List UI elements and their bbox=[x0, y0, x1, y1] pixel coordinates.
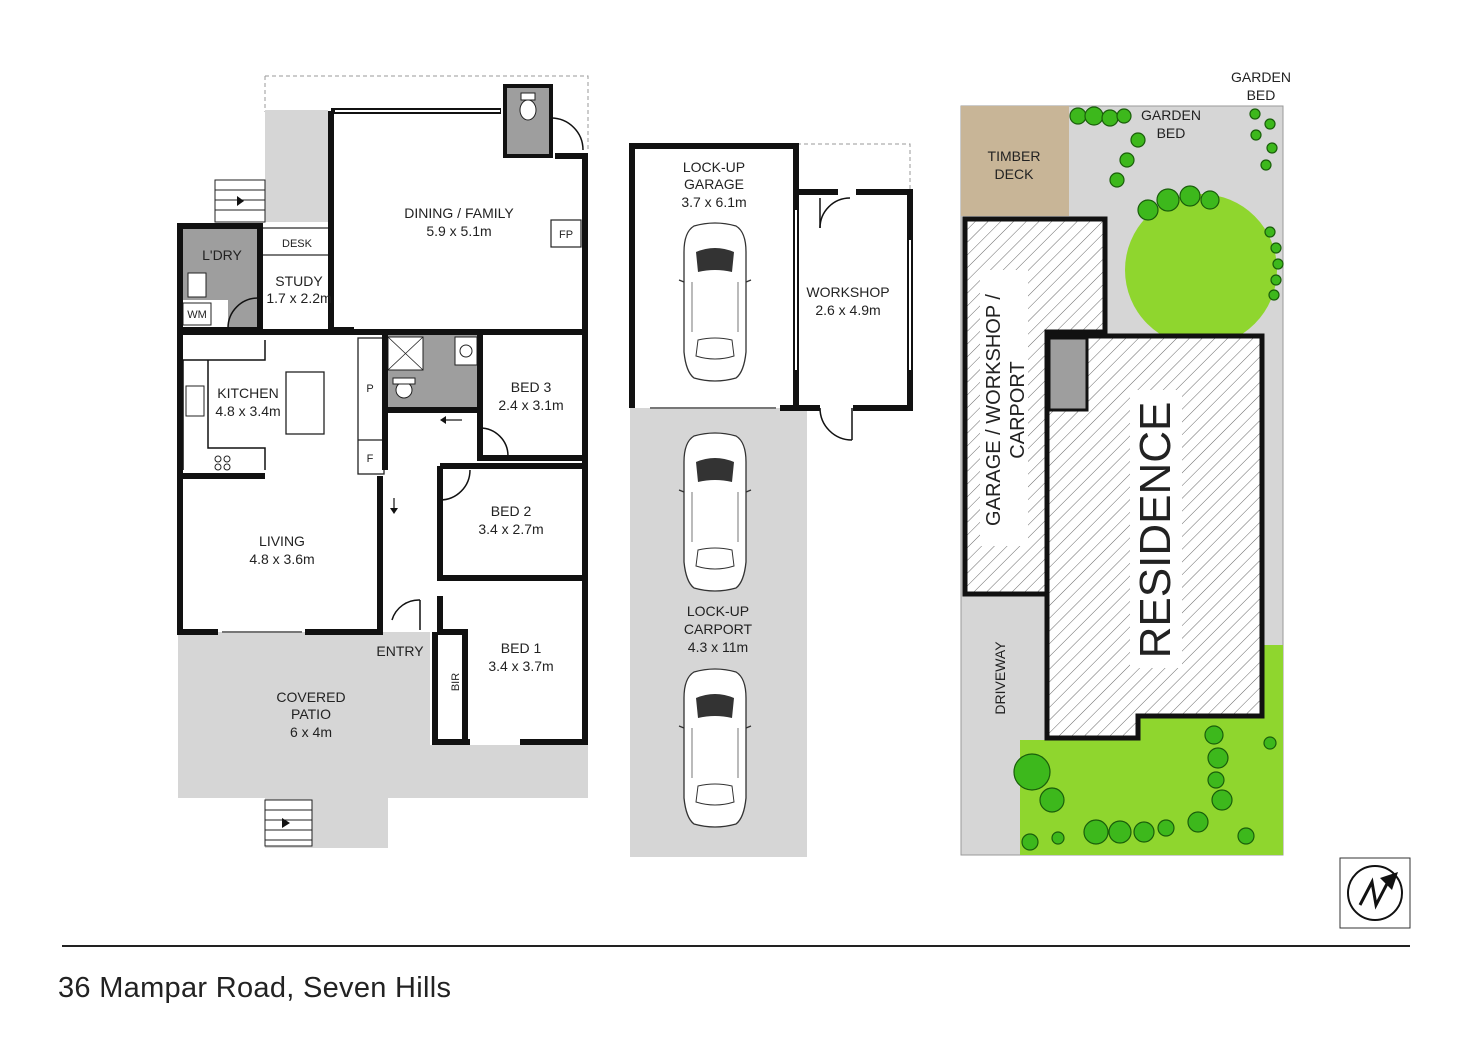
timber-deck-label-2: DECK bbox=[995, 166, 1035, 182]
garage-label-2: GARAGE bbox=[684, 176, 744, 192]
steps-top bbox=[214, 179, 266, 223]
car-icon bbox=[678, 432, 752, 592]
residence-label: RESIDENCE bbox=[1131, 402, 1180, 659]
garage-label-1: LOCK-UP bbox=[683, 159, 745, 175]
car-icon bbox=[678, 222, 752, 382]
living-size: 4.8 x 3.6m bbox=[249, 551, 314, 567]
door-swing-icon bbox=[550, 117, 584, 151]
study-label: STUDY bbox=[275, 273, 323, 289]
timber-deck-label-1: TIMBER bbox=[988, 148, 1041, 164]
bed3-size: 2.4 x 3.1m bbox=[498, 397, 563, 413]
bed2-label: BED 2 bbox=[491, 503, 532, 519]
dining-family-label: DINING / FAMILY bbox=[404, 205, 514, 221]
outdoor-boundary bbox=[265, 75, 589, 150]
car-icon bbox=[678, 668, 752, 828]
bed3-label: BED 3 bbox=[511, 379, 552, 395]
carport-label-1: LOCK-UP bbox=[687, 603, 749, 619]
bed2-size: 3.4 x 2.7m bbox=[478, 521, 543, 537]
fridge-label: F bbox=[367, 453, 374, 465]
steps-bottom bbox=[264, 799, 313, 847]
garage-size: 3.7 x 6.1m bbox=[681, 194, 746, 210]
bed1-label: BED 1 bbox=[501, 640, 542, 656]
pantry-unit bbox=[357, 337, 385, 475]
north-arrow-icon bbox=[1339, 857, 1411, 929]
fp-label: FP bbox=[559, 229, 573, 241]
trees bbox=[1013, 106, 1284, 851]
toilet-icon bbox=[519, 99, 537, 121]
garage-plan: LOCK-UP GARAGE 3.7 x 6.1m WORKSHOP 2.6 x… bbox=[629, 143, 913, 857]
patio-label-2: PATIO bbox=[291, 706, 331, 722]
fireplace bbox=[550, 219, 582, 248]
site-plan: GARDEN BED GARDEN BED TIMBER DECK GARAGE… bbox=[960, 69, 1291, 856]
garden-bed-top-label-2: BED bbox=[1247, 87, 1276, 103]
patio-label-1: COVERED bbox=[276, 689, 345, 705]
living-label: LIVING bbox=[259, 533, 305, 549]
garden-bed-label-1: GARDEN bbox=[1141, 107, 1201, 123]
garage-block-label-1: GARAGE / WORKSHOP / bbox=[983, 294, 1005, 526]
laundry-label: L'DRY bbox=[202, 247, 242, 263]
bir-label: BIR bbox=[450, 673, 462, 691]
side-path bbox=[265, 110, 328, 222]
kitchen-label: KITCHEN bbox=[217, 385, 278, 401]
footer-divider bbox=[62, 945, 1410, 947]
wm-label: WM bbox=[187, 309, 207, 321]
house-plan: DINING / FAMILY 5.9 x 5.1m FP DESK L'DRY… bbox=[177, 75, 589, 848]
carport-size: 4.3 x 11m bbox=[688, 639, 748, 655]
desk-label: DESK bbox=[282, 238, 313, 250]
kitchen-island bbox=[285, 371, 325, 435]
sink-icon bbox=[185, 385, 205, 417]
kitchen-size: 4.8 x 3.4m bbox=[215, 403, 280, 419]
workshop-size: 2.6 x 4.9m bbox=[815, 302, 880, 318]
covered-patio bbox=[178, 632, 588, 848]
timber-deck bbox=[961, 106, 1069, 216]
entry-label: ENTRY bbox=[376, 643, 424, 659]
garage-block-label-2: CARPORT bbox=[1007, 361, 1029, 458]
pantry-label: P bbox=[366, 383, 373, 395]
study-size: 1.7 x 2.2m bbox=[266, 290, 331, 306]
carport-label-2: CARPORT bbox=[684, 621, 753, 637]
laundry-tub-icon bbox=[187, 272, 207, 298]
workshop-label: WORKSHOP bbox=[806, 284, 889, 300]
driveway-label: DRIVEWAY bbox=[992, 641, 1008, 715]
property-address: 36 Mampar Road, Seven Hills bbox=[58, 972, 452, 1004]
garden-bed-top-label-1: GARDEN bbox=[1231, 69, 1291, 85]
garden-bed-label-2: BED bbox=[1157, 125, 1186, 141]
patio-size: 6 x 4m bbox=[290, 724, 332, 740]
bed1-size: 3.4 x 3.7m bbox=[488, 658, 553, 674]
basin-icon bbox=[454, 336, 478, 366]
dining-family-size: 5.9 x 5.1m bbox=[426, 223, 491, 239]
lawn-circle bbox=[1125, 194, 1277, 346]
laundry-floor bbox=[180, 228, 260, 328]
